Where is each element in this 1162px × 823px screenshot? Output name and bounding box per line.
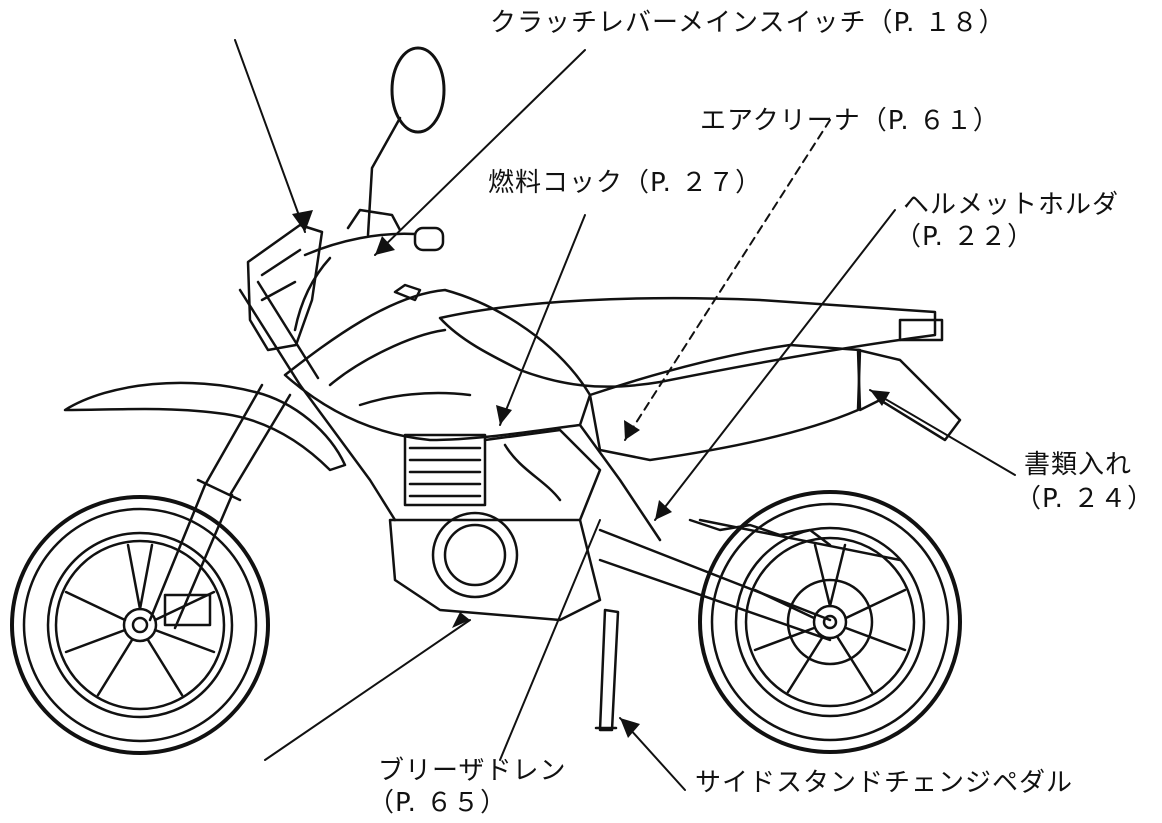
label-document-box-line1: 書類入れ	[1024, 450, 1133, 480]
engine	[388, 428, 602, 622]
leader-lines	[234, 39, 1016, 791]
seat	[438, 296, 937, 388]
label-fuel-cock: 燃料コック（P. ２７）	[488, 168, 763, 198]
label-air-cleaner: エアクリーナ（P. ６１）	[700, 106, 1000, 136]
leader-clutch-lever	[234, 39, 306, 233]
label-clutch-main-switch: クラッチレバーメインスイッチ（P. １８）	[490, 8, 1006, 38]
leader-air-cleaner	[624, 119, 831, 441]
leader-document-box	[869, 389, 1016, 476]
leader-helmet-holder	[654, 209, 896, 521]
fuel-tank	[283, 288, 592, 442]
label-helmet-holder-line1: ヘルメットホルダ	[903, 190, 1120, 220]
frame	[298, 383, 902, 642]
leader-bottom-left	[264, 619, 471, 761]
leader-breather-drain	[499, 519, 601, 761]
rear-fender	[856, 348, 962, 442]
leader-fuel-cock	[499, 214, 586, 426]
side-stand	[598, 608, 620, 732]
side-cover	[588, 343, 862, 462]
rear-wheel	[698, 490, 962, 754]
front-wheel	[10, 495, 270, 755]
label-side-stand-pedal: サイドスタンドチェンジペダル	[695, 768, 1074, 798]
front-fender	[63, 381, 347, 472]
label-breather-drain-line1: ブリーザドレン	[378, 756, 567, 786]
label-breather-drain-line2: （P. ６５）	[368, 788, 508, 818]
handlebar	[293, 208, 445, 332]
label-helmet-holder-line2: （P. ２２）	[895, 222, 1035, 252]
front-fork	[148, 280, 320, 630]
label-document-box-line2: （P. ２４）	[1015, 484, 1155, 514]
arrow-heads	[292, 210, 890, 738]
mirror	[366, 46, 446, 237]
leader-main-switch	[374, 49, 586, 256]
